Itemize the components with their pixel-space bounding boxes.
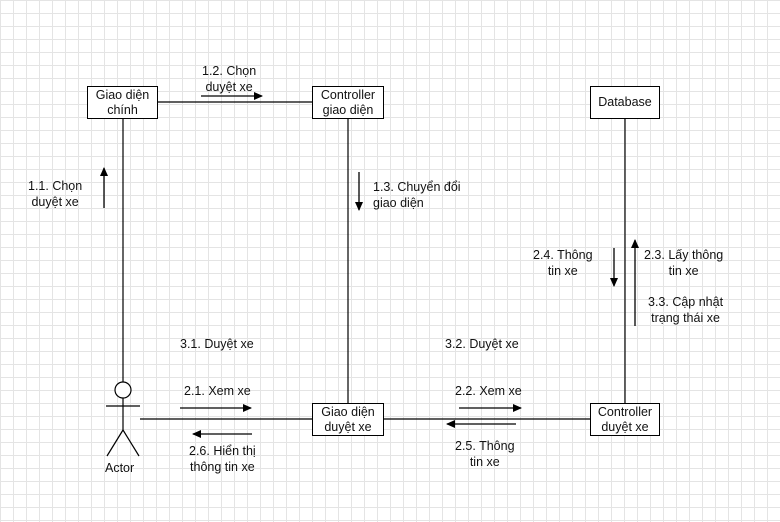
actor-label: Actor — [105, 461, 135, 475]
message-2-4: 2.4. Thông tin xe — [533, 248, 593, 278]
message-3-3: 3.3. Cập nhật trạng thái xe — [648, 295, 724, 325]
node-controller-browse: Controller duyệt xe — [590, 403, 660, 436]
message-3-1: 3.1. Duyệt xe — [180, 337, 254, 351]
message-2-6: 2.6. Hiển thị thông tin xe — [189, 444, 256, 474]
node-controller-ui: Controller giao diện — [312, 86, 384, 119]
message-1-1: 1.1. Chọn duyệt xe — [28, 179, 83, 209]
actor-figure — [106, 381, 140, 457]
message-3-2: 3.2. Duyệt xe — [445, 337, 519, 351]
message-2-5: 2.5. Thông tin xe — [455, 439, 515, 469]
node-main-ui: Giao diện chính — [87, 86, 158, 119]
message-1-3: 1.3. Chuyển đổi giao diện — [373, 180, 461, 210]
node-browse-ui: Giao diện duyệt xe — [312, 403, 384, 436]
message-2-1: 2.1. Xem xe — [184, 384, 251, 398]
message-1-2: 1.2. Chọn duyệt xe — [202, 64, 257, 94]
message-2-3: 2.3. Lấy thông tin xe — [644, 248, 724, 278]
message-2-2: 2.2. Xem xe — [455, 384, 522, 398]
node-database: Database — [590, 86, 660, 119]
